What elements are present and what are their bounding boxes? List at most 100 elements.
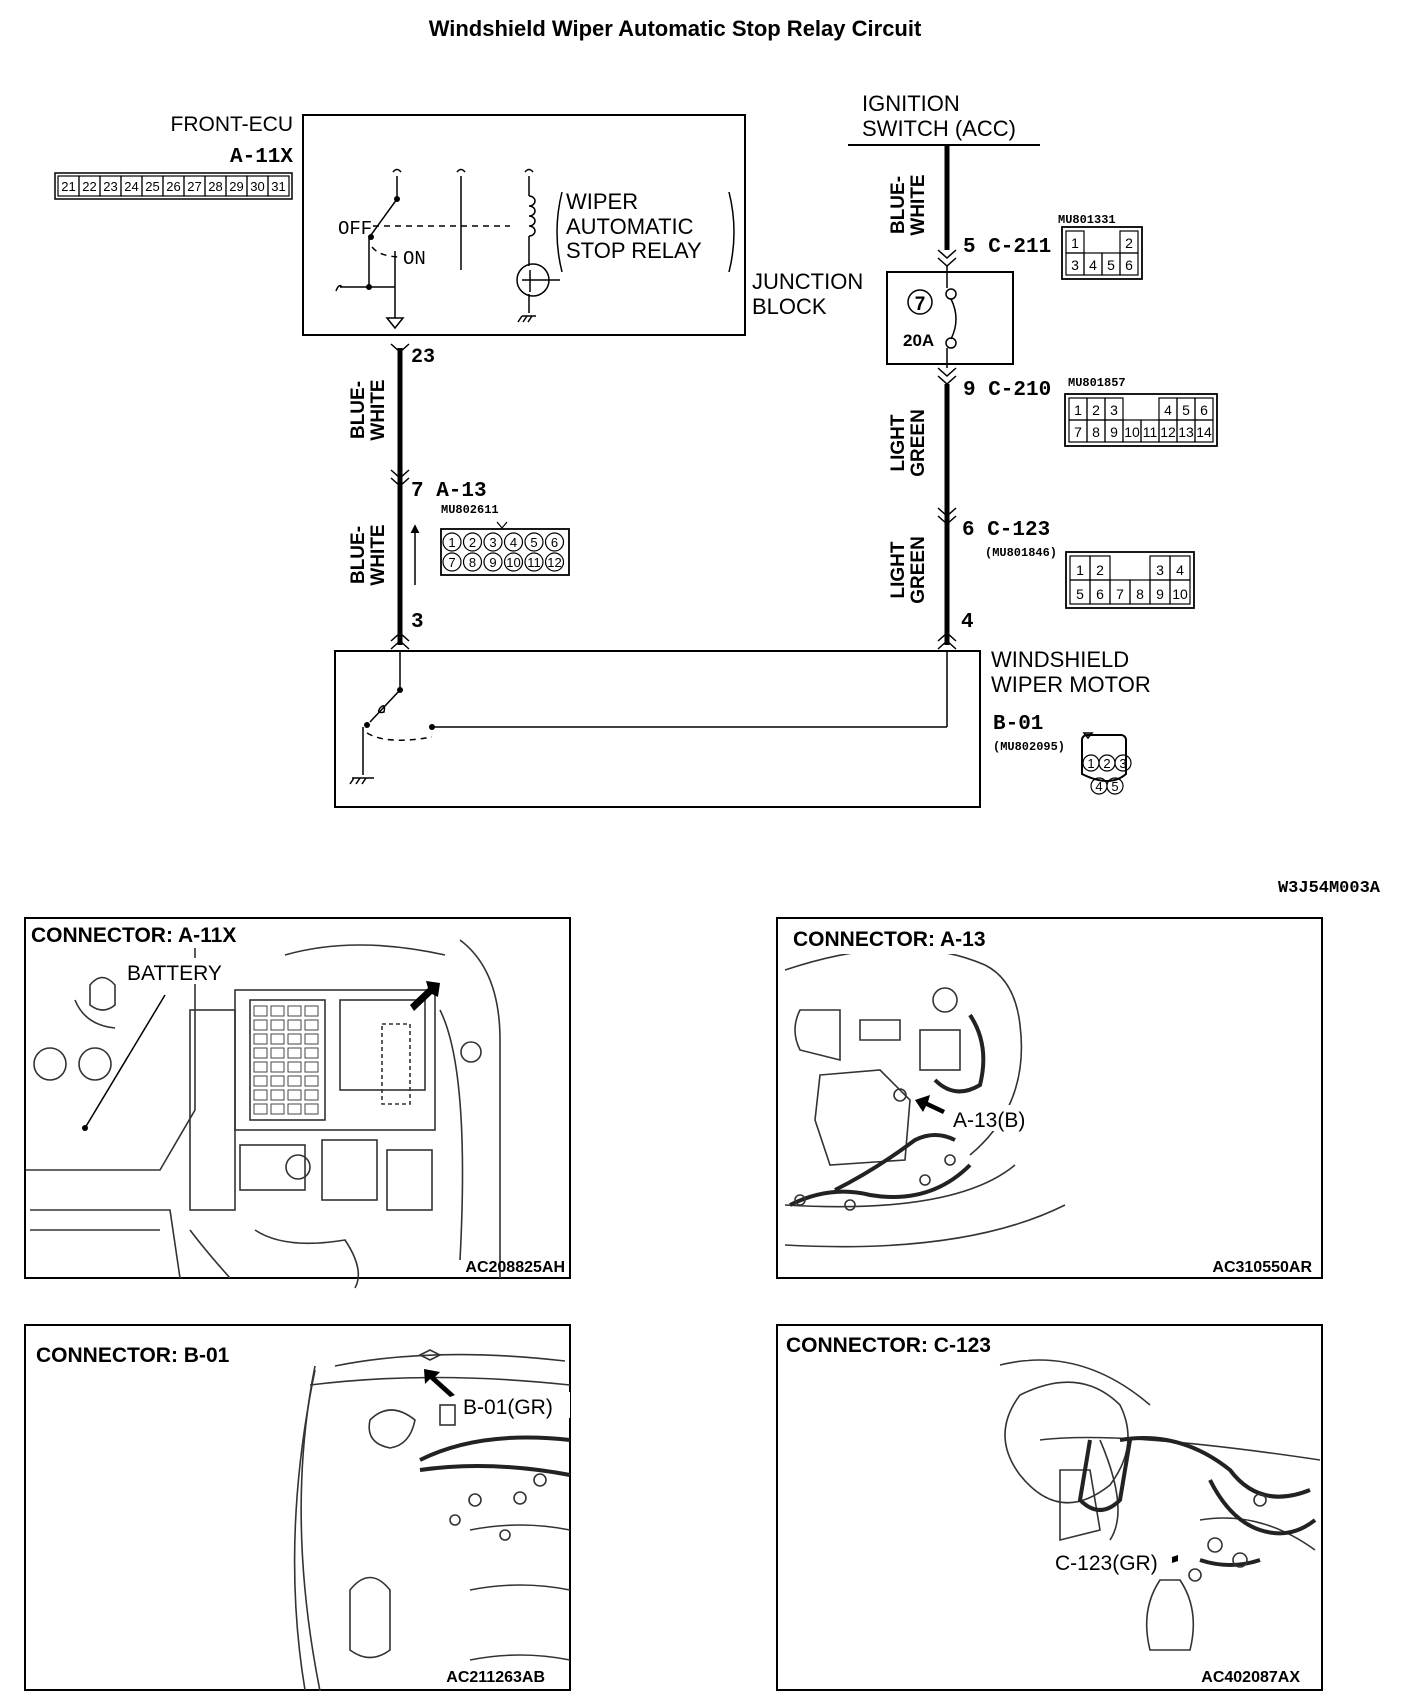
ecu-pin-number: 31 <box>271 179 285 194</box>
wire-color-light-green-1a: LIGHT <box>888 414 909 471</box>
connector-pin-cell <box>442 552 462 572</box>
ecu-pin-number: 22 <box>82 179 96 194</box>
connector-pin-number: 8 <box>1136 586 1144 602</box>
ecu-pin-number: 23 <box>103 179 117 194</box>
wiper-motor: WINDSHIELD WIPER MOTOR B-01 (MU802095) 1… <box>334 647 1151 808</box>
connector-pin-cell <box>524 532 544 552</box>
connector-pin-number: 14 <box>1196 424 1212 440</box>
ecu-pin-number: 25 <box>145 179 159 194</box>
connector-pin-number: 2 <box>1125 235 1133 251</box>
ecu-pin-number: 29 <box>229 179 243 194</box>
terminal-motor-3: 3 <box>411 611 424 634</box>
connector-pin-cell <box>483 552 503 572</box>
panel-c123-heading: CONNECTOR: C-123 <box>786 1334 991 1357</box>
relay-label-line1: WIPER <box>566 189 638 214</box>
wiper-motor-label-2: WIPER MOTOR <box>991 672 1151 697</box>
panel-b01: CONNECTOR: B-01 B-01(GR) AC211263AB <box>24 1324 571 1692</box>
left-wire: 23 7 A-13 3 BLUE- WHITE BLUE- WHITE MU80… <box>348 343 570 650</box>
ecu-pin-number: 26 <box>166 179 180 194</box>
connector-pin-number: 1 <box>1076 562 1084 578</box>
connector-pin-number: 4 <box>510 535 517 550</box>
connector-pin-number: 3 <box>1119 756 1126 771</box>
connector-pin-number: 11 <box>527 555 541 570</box>
connector-pin-cell <box>1114 754 1132 772</box>
wire-color-light-green-2a: LIGHT <box>888 541 909 598</box>
connector-pin-number: 1 <box>448 535 455 550</box>
wire-color-blue-white-2b: WHITE <box>368 524 389 585</box>
b01-part-number: (MU802095) <box>993 740 1065 754</box>
connector-pin-number: 11 <box>1143 424 1158 440</box>
wire-color-light-green-2b: GREEN <box>908 536 929 604</box>
connector-pin-number: 3 <box>1071 257 1079 273</box>
connector-pin-number: 1 <box>1087 756 1094 771</box>
connector-pin-number: 7 <box>448 555 455 570</box>
connector-pin-cell <box>503 532 524 552</box>
connector-pin-number: 8 <box>469 555 476 570</box>
connector-pin-cell <box>524 552 544 572</box>
connector-pin-cell <box>1169 579 1191 605</box>
c211-part-number: MU801331 <box>1058 213 1116 227</box>
ecu-pin-number: 21 <box>61 179 75 194</box>
panel-a11x-heading: CONNECTOR: A-11X <box>31 924 236 947</box>
connector-pin-number: 5 <box>1111 779 1118 794</box>
stop-relay-coil <box>516 168 560 323</box>
terminal-motor-4: 4 <box>961 611 974 634</box>
connector-pin-number: 2 <box>1092 402 1100 418</box>
wire-color-blue-white-3a: BLUE- <box>888 176 909 234</box>
connector-pin-number: 3 <box>489 535 496 550</box>
connector-pin-number: 3 <box>1156 562 1164 578</box>
c210-part-number: MU801857 <box>1068 376 1126 390</box>
connector-pin-cell <box>1106 777 1124 795</box>
panel-a11x-illustration <box>26 939 501 1289</box>
connector-pin-number: 9 <box>1110 424 1118 440</box>
panel-c123-code: AC402087AX <box>1201 1669 1300 1686</box>
panel-c123: CONNECTOR: C-123 C-123(GR) AC402087AX <box>776 1324 1323 1691</box>
connector-pin-cell <box>544 532 565 552</box>
wire-color-light-green-1b: GREEN <box>908 409 929 477</box>
connector-pin-number: 5 <box>530 535 537 550</box>
connector-pin-number: 12 <box>1160 424 1176 440</box>
panel-b01-code: AC211263AB <box>446 1669 545 1686</box>
connector-pin-number: 1 <box>1074 402 1082 418</box>
c123-part-number: (MU801846) <box>985 546 1057 560</box>
fuse-number: 7 <box>915 294 926 315</box>
panel-b01-illustration <box>293 1349 571 1692</box>
connector-pin-number: 6 <box>1125 257 1133 273</box>
junction-block-label-2: BLOCK <box>752 294 827 319</box>
wire-color-blue-white-1a: BLUE- <box>348 381 369 439</box>
panel-c123-callout: C-123(GR) <box>1055 1552 1158 1575</box>
connector-pin-number: 2 <box>469 535 476 550</box>
connector-pin-cell <box>483 532 503 552</box>
panel-a13: CONNECTOR: A-13 A-13(B) AC310550AR <box>776 917 1323 1279</box>
ecu-pin-number: 30 <box>250 179 264 194</box>
connector-pin-number: 6 <box>551 535 558 550</box>
wiper-motor-box <box>334 650 981 808</box>
terminal-c211: 5 C-211 <box>963 236 1051 259</box>
right-wire: IGNITION SWITCH (ACC) BLUE- WHITE 5 C-21… <box>752 91 1218 650</box>
ecu-internal-switch: OFF ON <box>335 168 510 330</box>
ecu-pin-cell <box>267 175 290 197</box>
fuse-rating: 20A <box>903 331 934 350</box>
ecu-pin-number: 27 <box>187 179 201 194</box>
wire-color-blue-white-3b: WHITE <box>908 174 929 235</box>
connector-pin-number: 6 <box>1200 402 1208 418</box>
connector-pin-cell <box>1194 419 1214 443</box>
connector-pin-number: 4 <box>1089 257 1097 273</box>
connector-pin-number: 5 <box>1182 402 1190 418</box>
connector-pin-number: 4 <box>1164 402 1172 418</box>
a13-part-number: MU802611 <box>441 503 499 517</box>
connector-pin-number: 8 <box>1092 424 1100 440</box>
fuse-terminal-bottom <box>945 337 957 349</box>
diagram-title: Windshield Wiper Automatic Stop Relay Ci… <box>429 16 922 41</box>
terminal-c123: 6 C-123 <box>962 519 1050 542</box>
connector-pin-cell <box>544 552 565 572</box>
ecu-pin-number: 24 <box>124 179 138 194</box>
connector-pin-number: 5 <box>1076 586 1084 602</box>
connector-pin-number: 2 <box>1103 756 1110 771</box>
